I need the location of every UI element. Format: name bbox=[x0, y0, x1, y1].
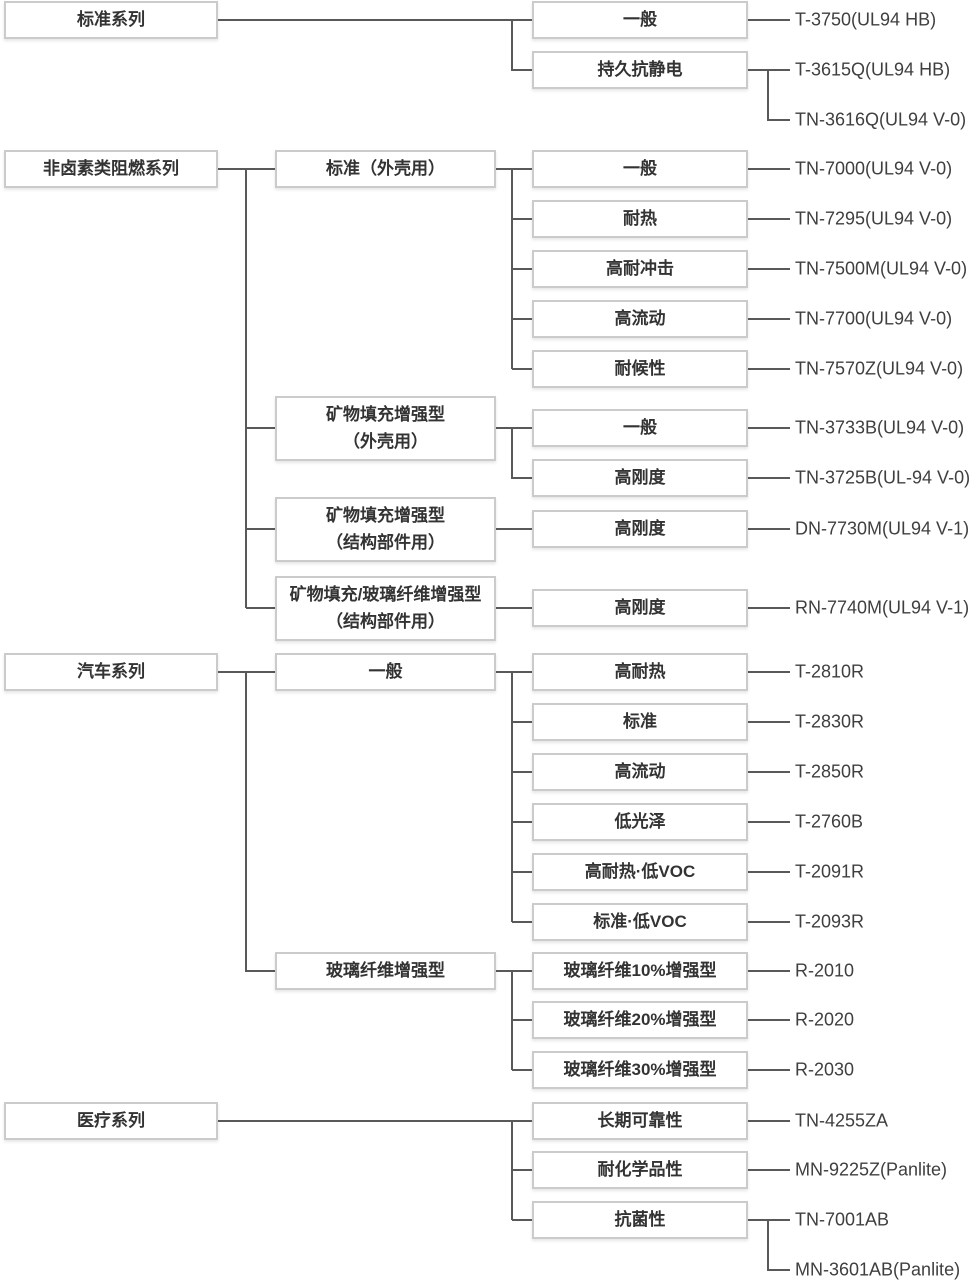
grade-box: 标准·低VOC bbox=[532, 903, 748, 941]
product-label: DN-7730M(UL94 V-1) bbox=[795, 518, 970, 539]
product-label: TN-4255ZA bbox=[795, 1110, 889, 1131]
grade-box: 长期可靠性 bbox=[532, 1102, 748, 1140]
grade-box: 耐候性 bbox=[532, 350, 748, 388]
product-label: MN-9225Z(Panlite) bbox=[795, 1159, 948, 1180]
grade-box: 一般 bbox=[532, 150, 748, 188]
product-label: TN-7000(UL94 V-0) bbox=[795, 158, 953, 179]
product-label: T-2760B bbox=[795, 811, 864, 832]
group-label-line: （外壳用） bbox=[343, 431, 428, 451]
product-label: T-2091R bbox=[795, 861, 865, 882]
grade-box: 耐热 bbox=[532, 200, 748, 238]
grade-box: 持久抗静电 bbox=[532, 51, 748, 89]
group-box-standard-housing: 标准（外壳用） bbox=[275, 150, 496, 188]
grade-box: 耐化学品性 bbox=[532, 1151, 748, 1189]
group-box-mineral-reinforced-structural: 矿物填充增强型 （结构部件用） bbox=[275, 497, 496, 562]
grade-box: 玻璃纤维30%增强型 bbox=[532, 1051, 748, 1089]
grade-box: 高耐热 bbox=[532, 653, 748, 691]
product-label: TN-3733B(UL94 V-0) bbox=[795, 417, 965, 438]
product-label: T-2093R bbox=[795, 911, 865, 932]
grade-box: 标准 bbox=[532, 703, 748, 741]
grade-box: 玻璃纤维10%增强型 bbox=[532, 952, 748, 990]
group-label-line: 矿物填充/玻璃纤维增强型 bbox=[289, 585, 482, 605]
grade-box: 高耐冲击 bbox=[532, 250, 748, 288]
grade-box: 高刚度 bbox=[532, 510, 748, 548]
group-label-line: （结构部件用） bbox=[326, 532, 445, 552]
product-label: R-2030 bbox=[795, 1059, 855, 1080]
product-label: R-2010 bbox=[795, 960, 855, 981]
series-box-non-halogen: 非卤素类阻燃系列 bbox=[4, 150, 218, 188]
group-label-line: （结构部件用） bbox=[326, 611, 445, 631]
series-box-medical: 医疗系列 bbox=[4, 1102, 218, 1140]
group-label-line: 矿物填充增强型 bbox=[326, 405, 445, 425]
product-label: TN-3616Q(UL94 V-0) bbox=[795, 109, 967, 130]
product-label: R-2020 bbox=[795, 1009, 855, 1030]
product-label: T-2810R bbox=[795, 661, 865, 682]
grade-box: 高流动 bbox=[532, 753, 748, 791]
grade-box: 高流动 bbox=[532, 300, 748, 338]
grade-box: 玻璃纤维20%增强型 bbox=[532, 1001, 748, 1039]
product-label: TN-7295(UL94 V-0) bbox=[795, 208, 953, 229]
grade-box: 高耐热·低VOC bbox=[532, 853, 748, 891]
group-box-glass-fiber: 玻璃纤维增强型 bbox=[275, 952, 496, 990]
product-label: TN-7001AB bbox=[795, 1209, 890, 1230]
product-label: T-2850R bbox=[795, 761, 865, 782]
product-label: MN-3601AB(Panlite) bbox=[795, 1259, 961, 1280]
group-label-line: 矿物填充增强型 bbox=[326, 506, 445, 526]
product-label: TN-7570Z(UL94 V-0) bbox=[795, 358, 964, 379]
grade-box: 高刚度 bbox=[532, 459, 748, 497]
group-box-automotive-general: 一般 bbox=[275, 653, 496, 691]
product-label: T-3615Q(UL94 HB) bbox=[795, 59, 951, 80]
product-label: TN-3725B(UL-94 V-0) bbox=[795, 467, 971, 488]
group-box-mineral-reinforced-housing: 矿物填充增强型 （外壳用） bbox=[275, 396, 496, 461]
grade-box: 一般 bbox=[532, 1, 748, 39]
series-box-automotive: 汽车系列 bbox=[4, 653, 218, 691]
product-label: RN-7740M(UL94 V-1) bbox=[795, 597, 970, 618]
series-box-standard: 标准系列 bbox=[4, 1, 218, 39]
grade-box: 一般 bbox=[532, 409, 748, 447]
group-box-mineral-glass-structural: 矿物填充/玻璃纤维增强型 （结构部件用） bbox=[275, 576, 496, 641]
grade-box: 高刚度 bbox=[532, 589, 748, 627]
grade-box: 低光泽 bbox=[532, 803, 748, 841]
product-label: T-2830R bbox=[795, 711, 865, 732]
product-label: T-3750(UL94 HB) bbox=[795, 9, 937, 30]
grade-box: 抗菌性 bbox=[532, 1201, 748, 1239]
product-label: TN-7500M(UL94 V-0) bbox=[795, 258, 968, 279]
product-label: TN-7700(UL94 V-0) bbox=[795, 308, 953, 329]
